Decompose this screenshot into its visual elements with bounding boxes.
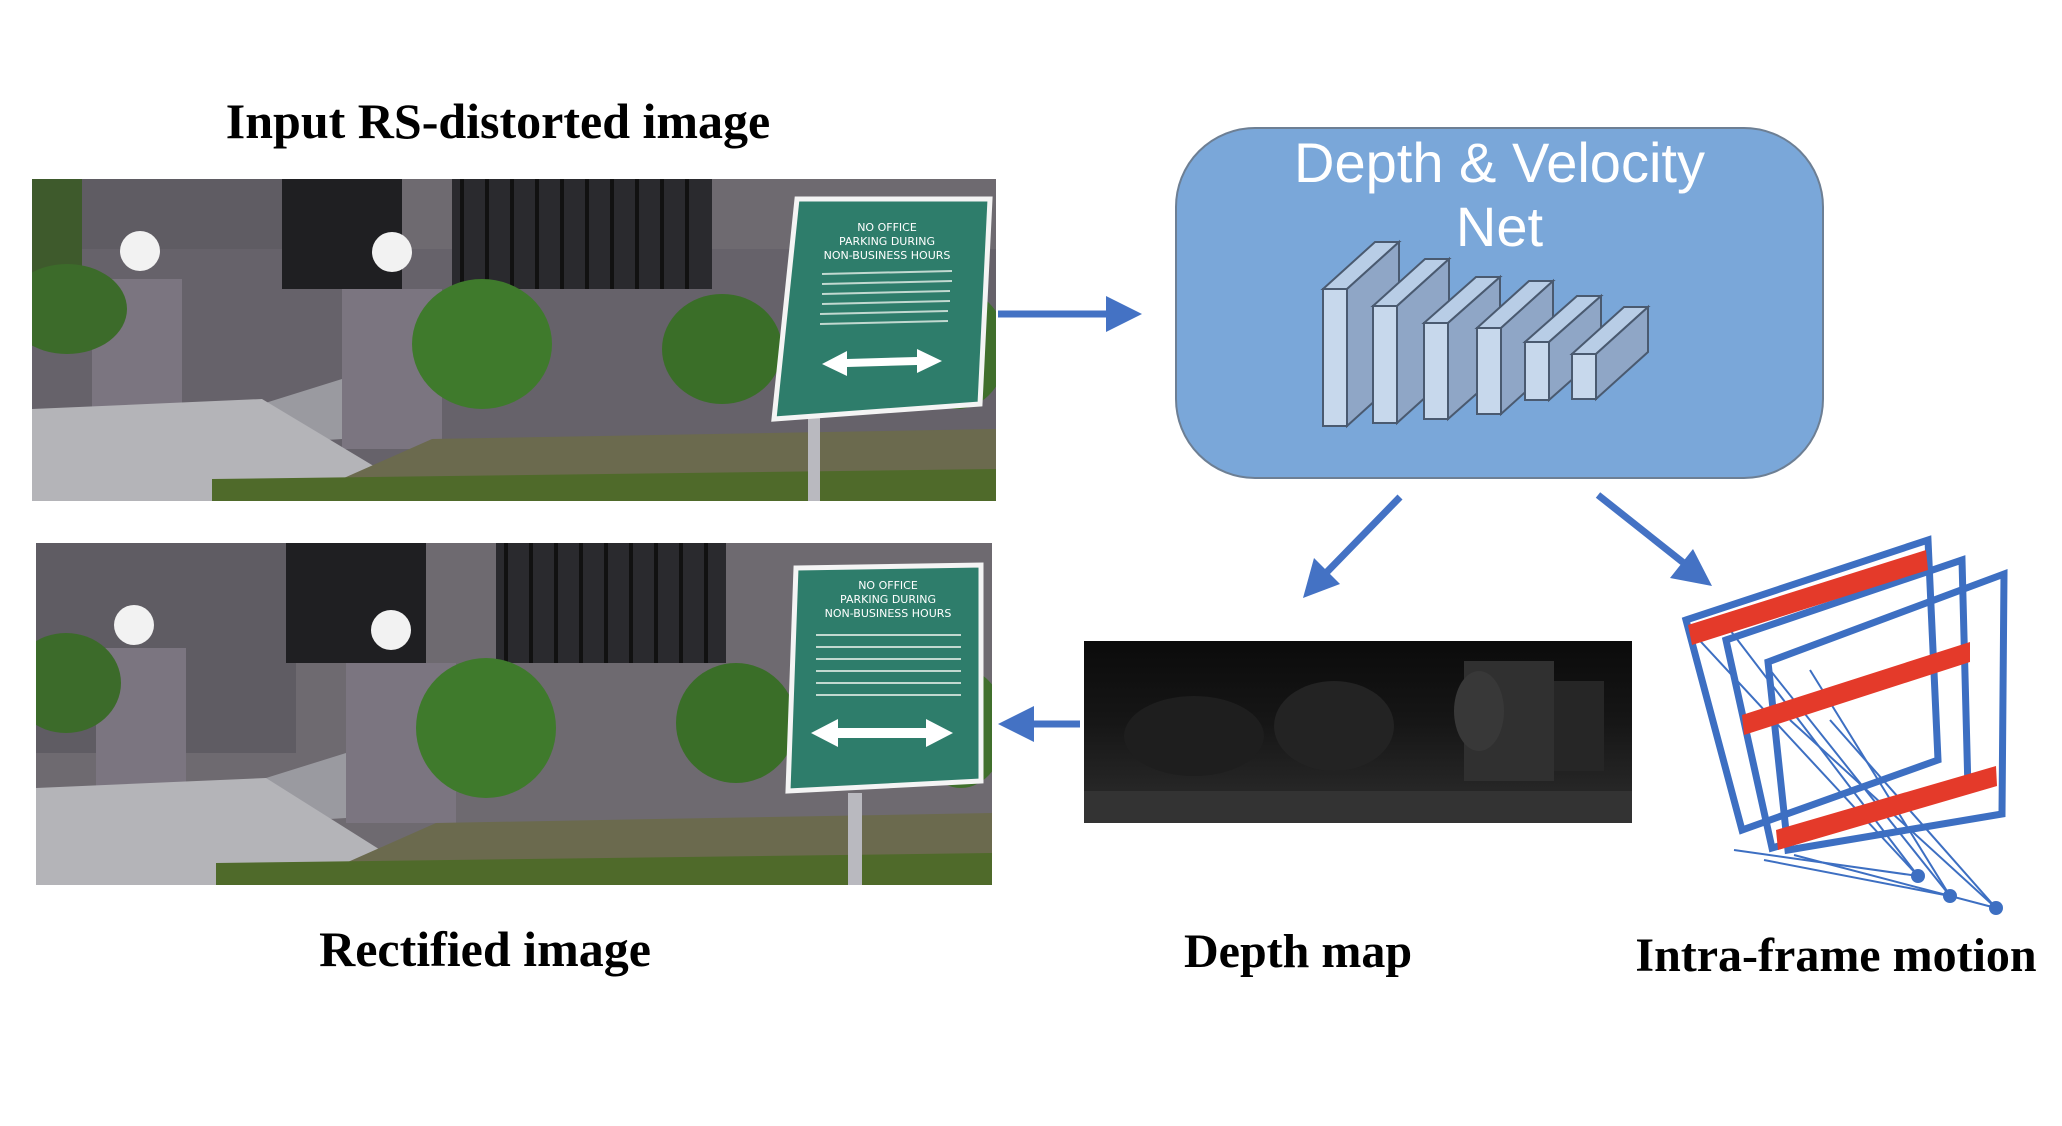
rectified-photo-drawing: NO OFFICE PARKING DURING NON-BUSINESS HO…: [36, 543, 992, 885]
input-photo-drawing: NO OFFICE PARKING DURING NON-BUSINESS HO…: [32, 179, 996, 501]
net-title-line2: Net: [1455, 195, 1544, 258]
rectified-image: NO OFFICE PARKING DURING NON-BUSINESS HO…: [36, 543, 992, 885]
sign-text-rect-1: NO OFFICE: [858, 579, 918, 592]
sign-text-1: NO OFFICE: [857, 221, 917, 234]
sign-text-rect-3: NON-BUSINESS HOURS: [825, 607, 952, 620]
sign-text-rect-2: PARKING DURING: [840, 593, 936, 606]
sign-text-3: NON-BUSINESS HOURS: [824, 249, 951, 262]
depth-velocity-net-box: Depth & Velocity Net: [1175, 127, 1824, 479]
sign-text-2: PARKING DURING: [839, 235, 935, 248]
arrow-net-to-depth: [1303, 494, 1403, 598]
arrow-input-to-net: [998, 296, 1142, 332]
net-title: Depth & Velocity Net: [1177, 131, 1822, 259]
rectified-image-label: Rectified image: [319, 921, 651, 977]
input-rs-image: NO OFFICE PARKING DURING NON-BUSINESS HO…: [32, 179, 996, 501]
network-layers-icon: [1320, 239, 1651, 429]
intra-frame-motion-label: Intra-frame motion: [1635, 929, 2037, 982]
arrow-net-to-motion: [1595, 492, 1712, 586]
arrow-depth-to-rectified: [998, 706, 1080, 742]
intra-frame-motion-diagram: [1681, 535, 2008, 915]
depth-map-drawing: [1084, 661, 1632, 823]
depth-map-image: [1084, 641, 1632, 823]
depth-map-label: Depth map: [1183, 925, 1413, 978]
net-title-line1: Depth & Velocity: [1294, 131, 1705, 194]
input-image-label: Input RS-distorted image: [225, 93, 771, 149]
